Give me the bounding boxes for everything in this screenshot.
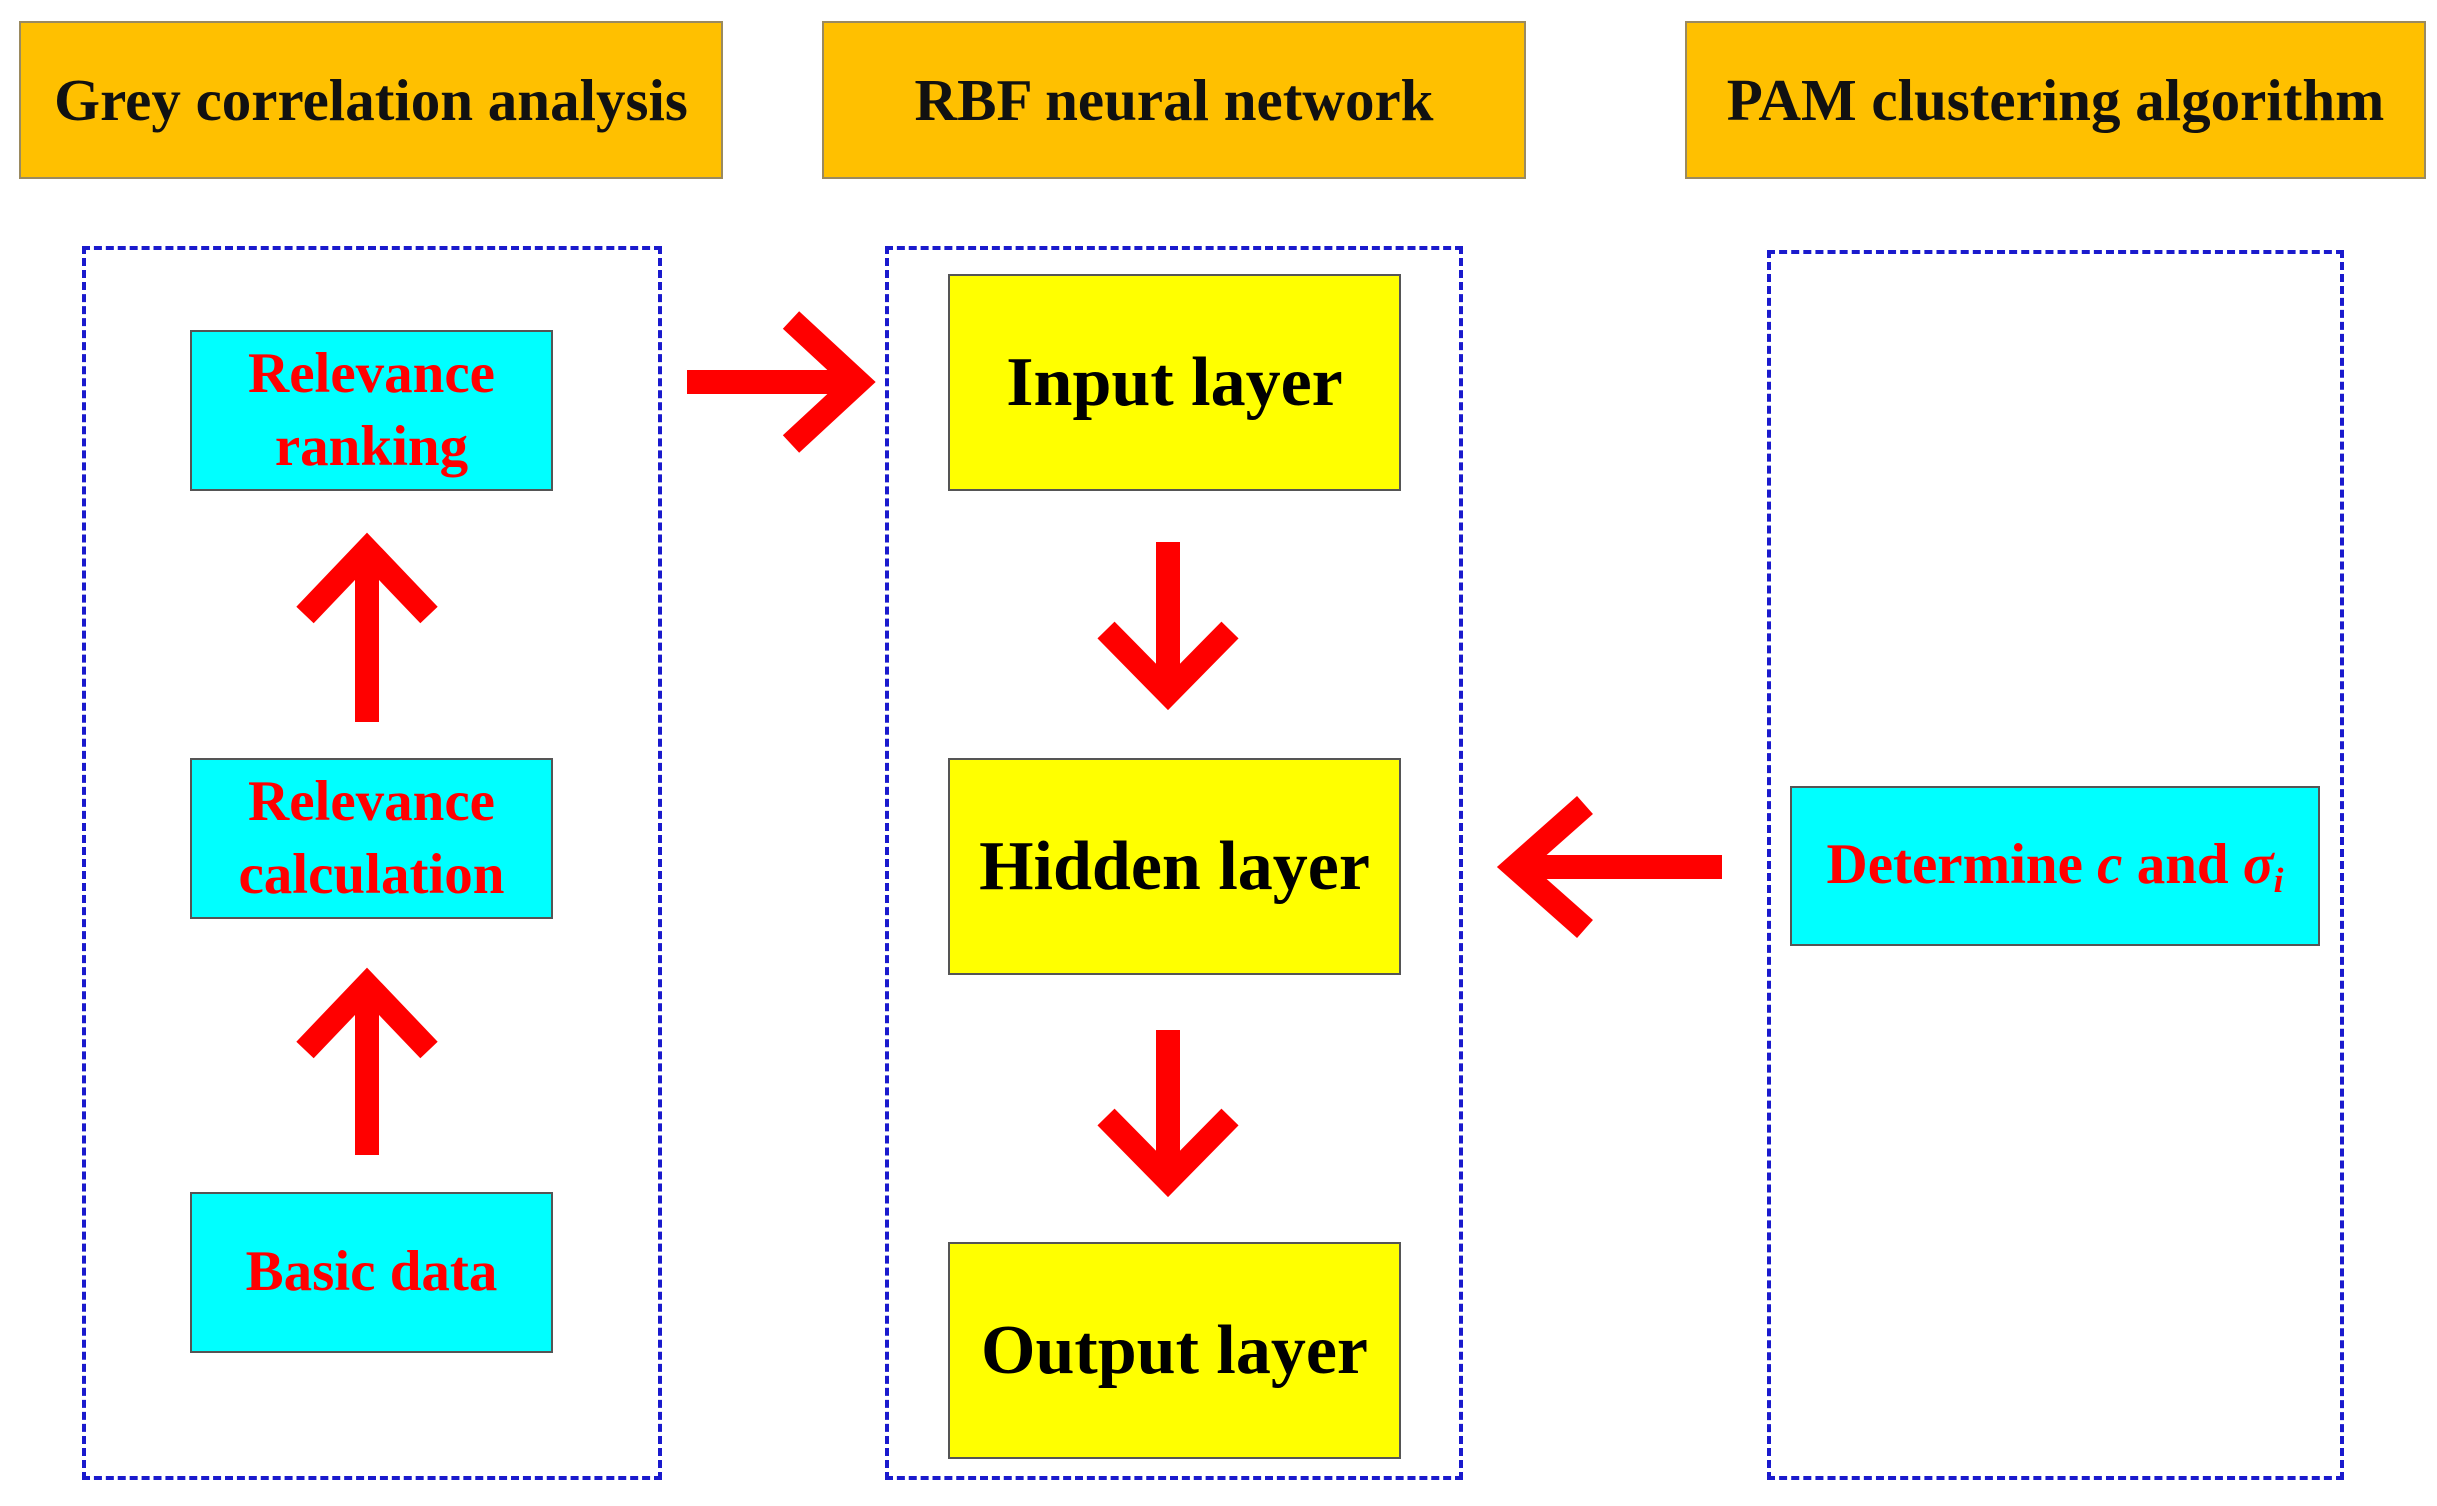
variable-sigma: σ: [2242, 832, 2274, 896]
relevance-ranking-box: Relevance ranking: [190, 330, 553, 491]
header-grey-label: Grey correlation analysis: [54, 66, 688, 133]
header-rbf-neural-network: RBF neural network: [822, 21, 1526, 179]
arrow-ranking-to-input: [687, 311, 876, 453]
determine-c-sigma-box: Determine c and σi: [1790, 786, 2320, 946]
relevance-calculation-line-1: Relevance: [248, 769, 495, 833]
header-pam-label: PAM clustering algorithm: [1726, 66, 2385, 133]
header-pam-clustering-algorithm: PAM clustering algorithm: [1685, 21, 2426, 179]
header-grey-correlation-analysis: Grey correlation analysis: [19, 21, 723, 179]
relevance-ranking-line-2: ranking: [274, 414, 469, 478]
relevance-calculation-box: Relevance calculation: [190, 758, 553, 919]
output-layer-label: Output layer: [981, 1311, 1368, 1389]
basic-data-label: Basic data: [245, 1240, 498, 1304]
input-layer-box: Input layer: [948, 274, 1401, 491]
determine-prefix: Determine: [1826, 832, 2098, 896]
variable-c: c: [2097, 832, 2123, 896]
arrow-pam-to-hidden: [1496, 796, 1722, 938]
relevance-ranking-line-1: Relevance: [248, 341, 495, 405]
determine-middle: and: [2122, 832, 2243, 896]
hidden-layer-box: Hidden layer: [948, 758, 1401, 975]
input-layer-label: Input layer: [1006, 343, 1343, 421]
pam-clustering-frame: [1767, 250, 2344, 1480]
grey-correlation-frame: [82, 246, 662, 1480]
basic-data-box: Basic data: [190, 1192, 553, 1353]
rbf-network-frame: [885, 246, 1463, 1480]
header-rbf-label: RBF neural network: [914, 66, 1434, 133]
output-layer-box: Output layer: [948, 1242, 1401, 1459]
sigma-subscript: i: [2273, 860, 2284, 900]
relevance-calculation-line-2: calculation: [238, 842, 505, 906]
hidden-layer-label: Hidden layer: [979, 827, 1370, 905]
